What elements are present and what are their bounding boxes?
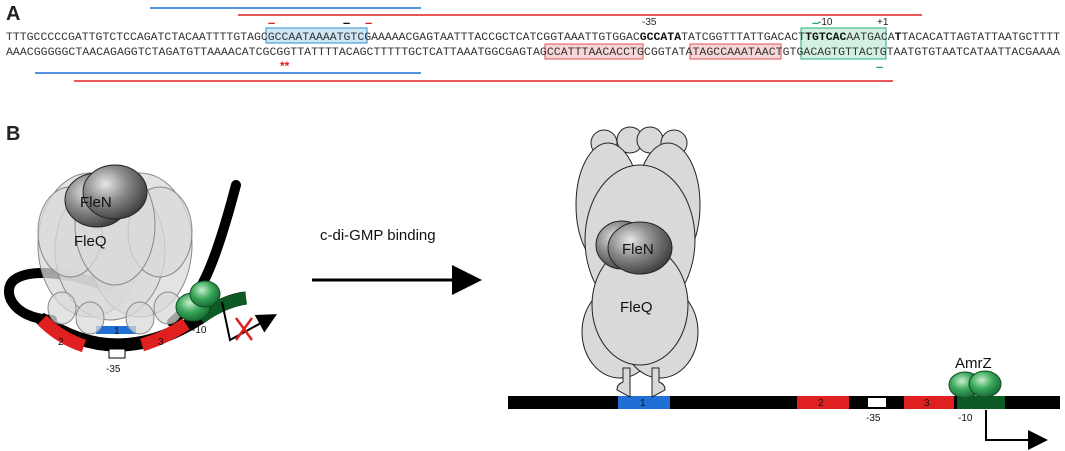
- right-fleq-label: FleQ: [620, 299, 653, 316]
- bottom-strand: AAACGGGGGCTAACAGAGGTCTAGATGTTAAAACATCGCG…: [6, 47, 1060, 59]
- site2-box: [544, 43, 644, 60]
- right-amrz-label: AmrZ: [955, 355, 992, 372]
- left-site3: [140, 318, 190, 352]
- site1-box: [265, 27, 368, 44]
- position-minus10-label: -10: [818, 17, 833, 28]
- left-fleq-label: FleQ: [74, 233, 107, 250]
- left-minus10-label: -10: [192, 325, 207, 336]
- right-site1-label: 1: [640, 398, 646, 409]
- mark-red-1: –: [268, 15, 275, 30]
- position-minus35-label: -35: [642, 17, 657, 28]
- left-flen-label: FleN: [80, 194, 112, 211]
- mark-black-1: –: [343, 15, 350, 30]
- right-transcription-arrow: [985, 410, 1048, 450]
- left-amrz-2: [189, 280, 221, 308]
- panel-label-a: A: [6, 3, 20, 25]
- panel-label-b: B: [6, 123, 20, 145]
- right-minus35-label: -35: [866, 413, 881, 424]
- left-complex: FleQ FleN 1 2 3 -35 -10: [3, 164, 278, 375]
- left-minus35-box: [108, 348, 126, 359]
- right-complex: 1 2 3 -35 -10 FleQ FleN AmrZ: [508, 126, 1060, 450]
- right-site1: [618, 396, 670, 409]
- position-plus1-label: +1: [877, 17, 889, 28]
- site3-box: [689, 43, 782, 60]
- left-site2: [37, 315, 87, 353]
- left-minus35-label: -35: [106, 364, 121, 375]
- right-minus10-label: -10: [958, 413, 973, 424]
- left-site2-label: 2: [58, 337, 64, 348]
- c-di-gmp-binding-label: c-di-GMP binding: [320, 227, 436, 244]
- right-flen-label: FleN: [622, 241, 654, 258]
- right-site2-label: 2: [818, 398, 824, 409]
- right-amrz-2: [968, 370, 1002, 398]
- asterisks: **: [280, 59, 290, 73]
- mark-green-1: –: [812, 15, 819, 30]
- right-amrz-site: [957, 396, 1005, 409]
- left-transcription-arrow: [221, 301, 278, 342]
- right-flen-front: [607, 221, 673, 275]
- left-flen-front: [82, 164, 148, 220]
- mark-red-2: –: [365, 15, 372, 30]
- right-site3-label: 3: [924, 398, 930, 409]
- left-site1-label: 1: [114, 326, 120, 337]
- right-minus35-box: [868, 398, 886, 407]
- right-site3: [904, 396, 954, 409]
- red-x-stroke-2: [234, 317, 254, 341]
- amrz-site-box: [800, 27, 887, 60]
- left-site3-label: 3: [158, 337, 164, 348]
- mark-green-2: –: [876, 59, 883, 74]
- right-site2: [797, 396, 849, 409]
